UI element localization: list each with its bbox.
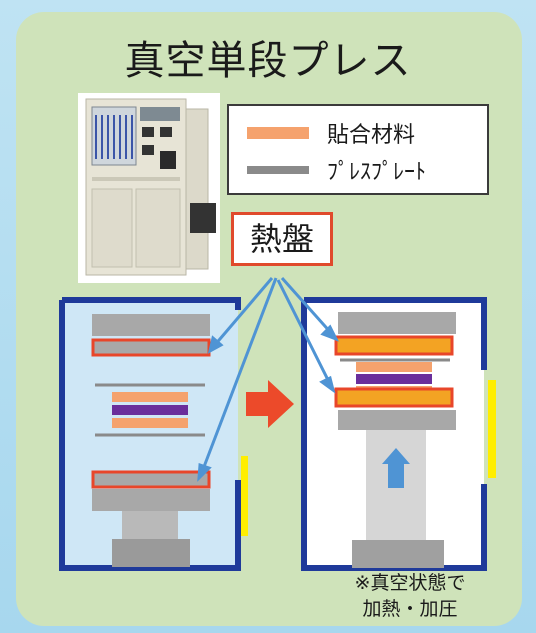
note-line-1: ※真空状態で (354, 572, 466, 594)
note-line-2: 加熱・加圧 (362, 598, 458, 620)
legend-label-bonding-material: 貼合材料 (327, 123, 416, 148)
process-note: ※真空状態で 加熱・加圧 (290, 570, 530, 622)
legend-box: 貼合材料 ﾌﾟﾚｽﾌﾟﾚｰﾄ (227, 104, 489, 195)
heat-plate-label: 熱盤 (231, 212, 333, 266)
material-swatch (247, 127, 309, 139)
page-title: 真空単段プレス (124, 38, 412, 84)
press-machine-photo (78, 93, 220, 283)
legend-item-press-plate: ﾌﾟﾚｽﾌﾟﾚｰﾄ (247, 155, 426, 185)
legend-label-press-plate: ﾌﾟﾚｽﾌﾟﾚｰﾄ (327, 160, 427, 185)
plate-swatch (247, 166, 309, 174)
legend-item-bonding-material: 貼合材料 (247, 118, 415, 148)
press-up-arrow-icon (382, 448, 410, 488)
process-arrow-icon (246, 380, 294, 428)
heat-plate-pointers (197, 277, 340, 482)
closed-press-chamber (301, 297, 496, 571)
open-press-chamber (59, 297, 248, 571)
